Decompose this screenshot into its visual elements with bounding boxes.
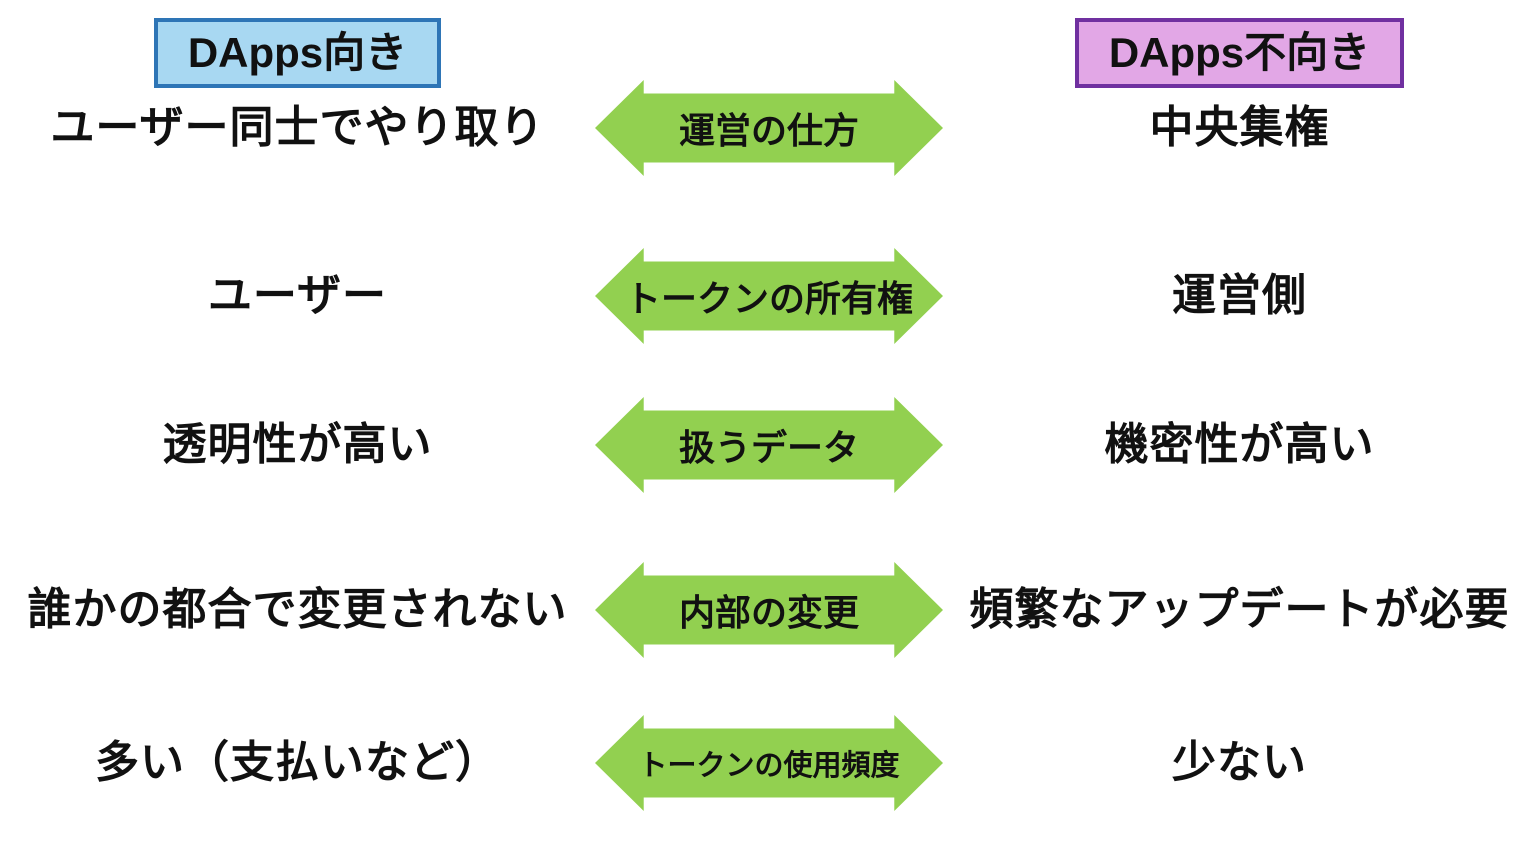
arrow-label-data: 扱うデータ — [678, 427, 859, 468]
left-value-internal-change: 誰かの都合で変更されない — [27, 584, 568, 634]
right-value-operation: 中央集権 — [1149, 102, 1330, 152]
arrow-label-token-ownership: トークンの所有権 — [624, 278, 913, 319]
left-value-operation: ユーザー同士でやり取り — [50, 102, 545, 152]
left-value-token-ownership: ユーザー — [207, 270, 388, 320]
double-arrow-operation: 運営の仕方 — [595, 80, 943, 176]
comparison-row-data: 透明性が高い 扱うデータ 機密性が高い — [0, 395, 1536, 495]
header-row: DApps向き DApps不向き — [0, 13, 1536, 93]
arrow-label-operation: 運営の仕方 — [678, 110, 859, 151]
double-arrow-internal-change: 内部の変更 — [595, 562, 943, 658]
double-arrow-token-ownership: トークンの所有権 — [595, 248, 943, 344]
arrow-label-token-usage: トークンの使用頻度 — [638, 750, 900, 782]
dapps-suited-header-box: DApps向き — [153, 17, 442, 89]
comparison-row-internal-change: 誰かの都合で変更されない 内部の変更 頻繁なアップデートが必要 — [0, 560, 1536, 660]
comparison-row-operation: ユーザー同士でやり取り 運営の仕方 中央集権 — [0, 78, 1536, 178]
dapps-unsuited-header-box: DApps不向き — [1074, 17, 1405, 89]
right-value-token-ownership: 運営側 — [1172, 270, 1307, 320]
right-value-data: 機密性が高い — [1104, 419, 1375, 469]
double-arrow-token-usage: トークンの使用頻度 — [595, 715, 943, 811]
right-value-token-usage: 少ない — [1172, 737, 1307, 787]
arrow-label-internal-change: 内部の変更 — [678, 592, 859, 633]
left-value-data: 透明性が高い — [162, 419, 433, 469]
left-value-token-usage: 多い（支払いなど） — [95, 737, 500, 787]
comparison-row-token-usage: 多い（支払いなど） トークンの使用頻度 少ない — [0, 713, 1536, 813]
double-arrow-data: 扱うデータ — [595, 397, 943, 493]
comparison-row-token-ownership: ユーザー トークンの所有権 運営側 — [0, 246, 1536, 346]
right-value-internal-change: 頻繁なアップデートが必要 — [969, 584, 1510, 634]
